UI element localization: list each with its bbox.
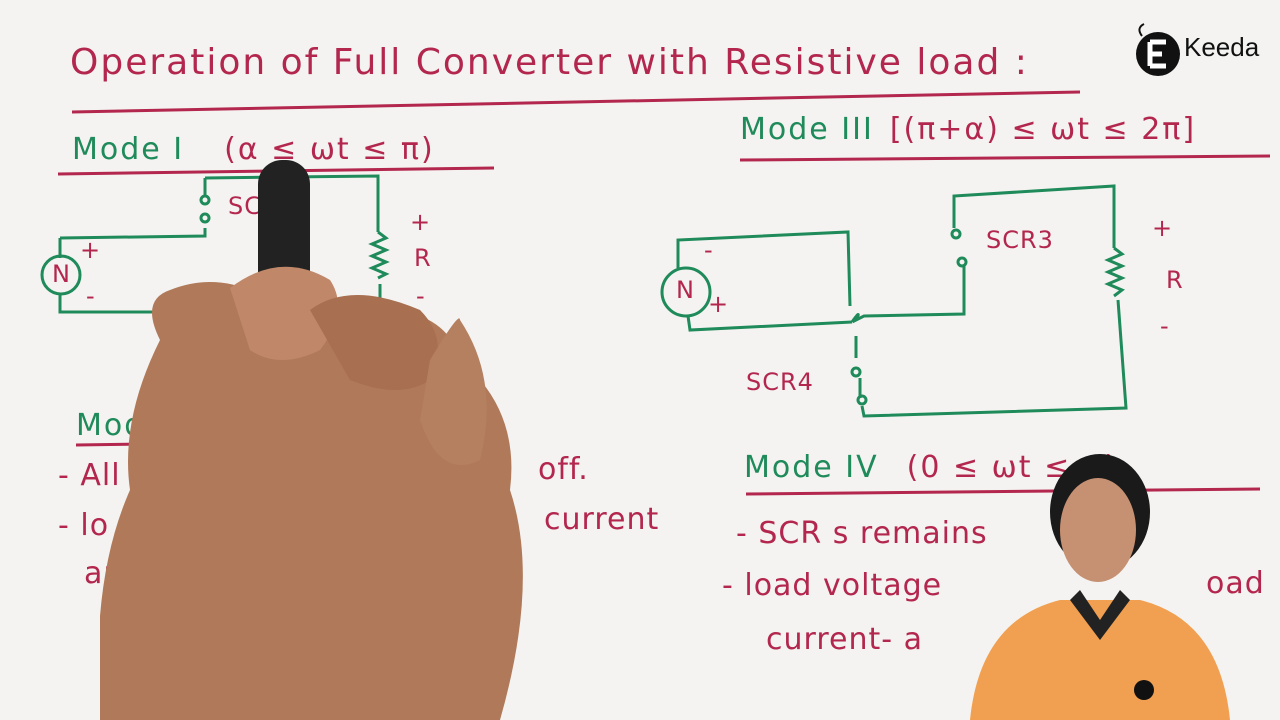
mode4-line-2: - load voltage <box>722 568 943 603</box>
mode2-line-2-end: current <box>544 502 660 537</box>
mode1-minus: - <box>86 282 96 310</box>
mode3-r-minus: - <box>1160 312 1170 340</box>
mode1-plus: + <box>80 236 102 264</box>
mode2-line-2-start: - lo <box>58 508 110 543</box>
presenter <box>970 454 1230 720</box>
presenter-collar <box>1070 590 1130 640</box>
board-title: Operation of Full Converter with Resisti… <box>70 42 1029 83</box>
mode1-source-label: N <box>52 260 71 288</box>
mode4-line-2-end: oad <box>1206 566 1265 601</box>
mode1-r-label: R <box>414 244 432 272</box>
mode3-source-label: N <box>676 276 695 304</box>
mode1-r-minus: - <box>416 282 426 310</box>
mode3-plus: + <box>708 290 730 318</box>
presenter-hand <box>100 160 523 720</box>
mode3-condition: [(π+α) ≤ ωt ≤ 2π] <box>889 112 1197 147</box>
mode3-r-plus: + <box>1152 214 1174 242</box>
mode4-label: Mode IV <box>744 450 879 485</box>
mode3-scr3-label: SCR3 <box>986 226 1054 254</box>
title-underline <box>71 90 1081 114</box>
mode3-heading: Mode III [(π+α) ≤ ωt ≤ 2π] <box>740 112 1196 147</box>
mode4-underline <box>745 487 1261 496</box>
ekeeda-logo <box>1136 23 1180 76</box>
finger-2 <box>310 295 438 390</box>
presenter-body <box>970 600 1230 720</box>
mode3-circuit <box>660 184 1128 418</box>
hand-palm <box>100 282 523 720</box>
mode1-scr-label: SC <box>228 192 262 220</box>
mode3-underline <box>739 154 1271 162</box>
mode4-line-3: current- a <box>766 622 923 657</box>
mode2-line-1-end: off. <box>538 452 589 487</box>
mode2-line-1-start: - All <box>58 458 121 493</box>
mode1-r-plus: + <box>410 208 432 236</box>
presenter-logo-badge <box>1134 680 1154 700</box>
mode3-r-label: R <box>1166 266 1184 294</box>
logo-text: Keeda <box>1184 32 1260 62</box>
mode3-minus: - <box>704 236 714 264</box>
mode1-heading: Mode I (α ≤ ωt ≤ π) <box>72 132 435 167</box>
thumb <box>420 318 487 465</box>
mode1-condition: (α ≤ ωt ≤ π) <box>224 132 435 167</box>
mode3-scr4-label: SCR4 <box>746 368 814 396</box>
mode4-line-1: - SCR s remains <box>736 516 988 551</box>
presenter-face <box>1060 478 1136 582</box>
mode1-label: Mode I <box>72 132 185 167</box>
finger-1 <box>230 266 338 360</box>
mode3-label: Mode III <box>740 112 874 147</box>
